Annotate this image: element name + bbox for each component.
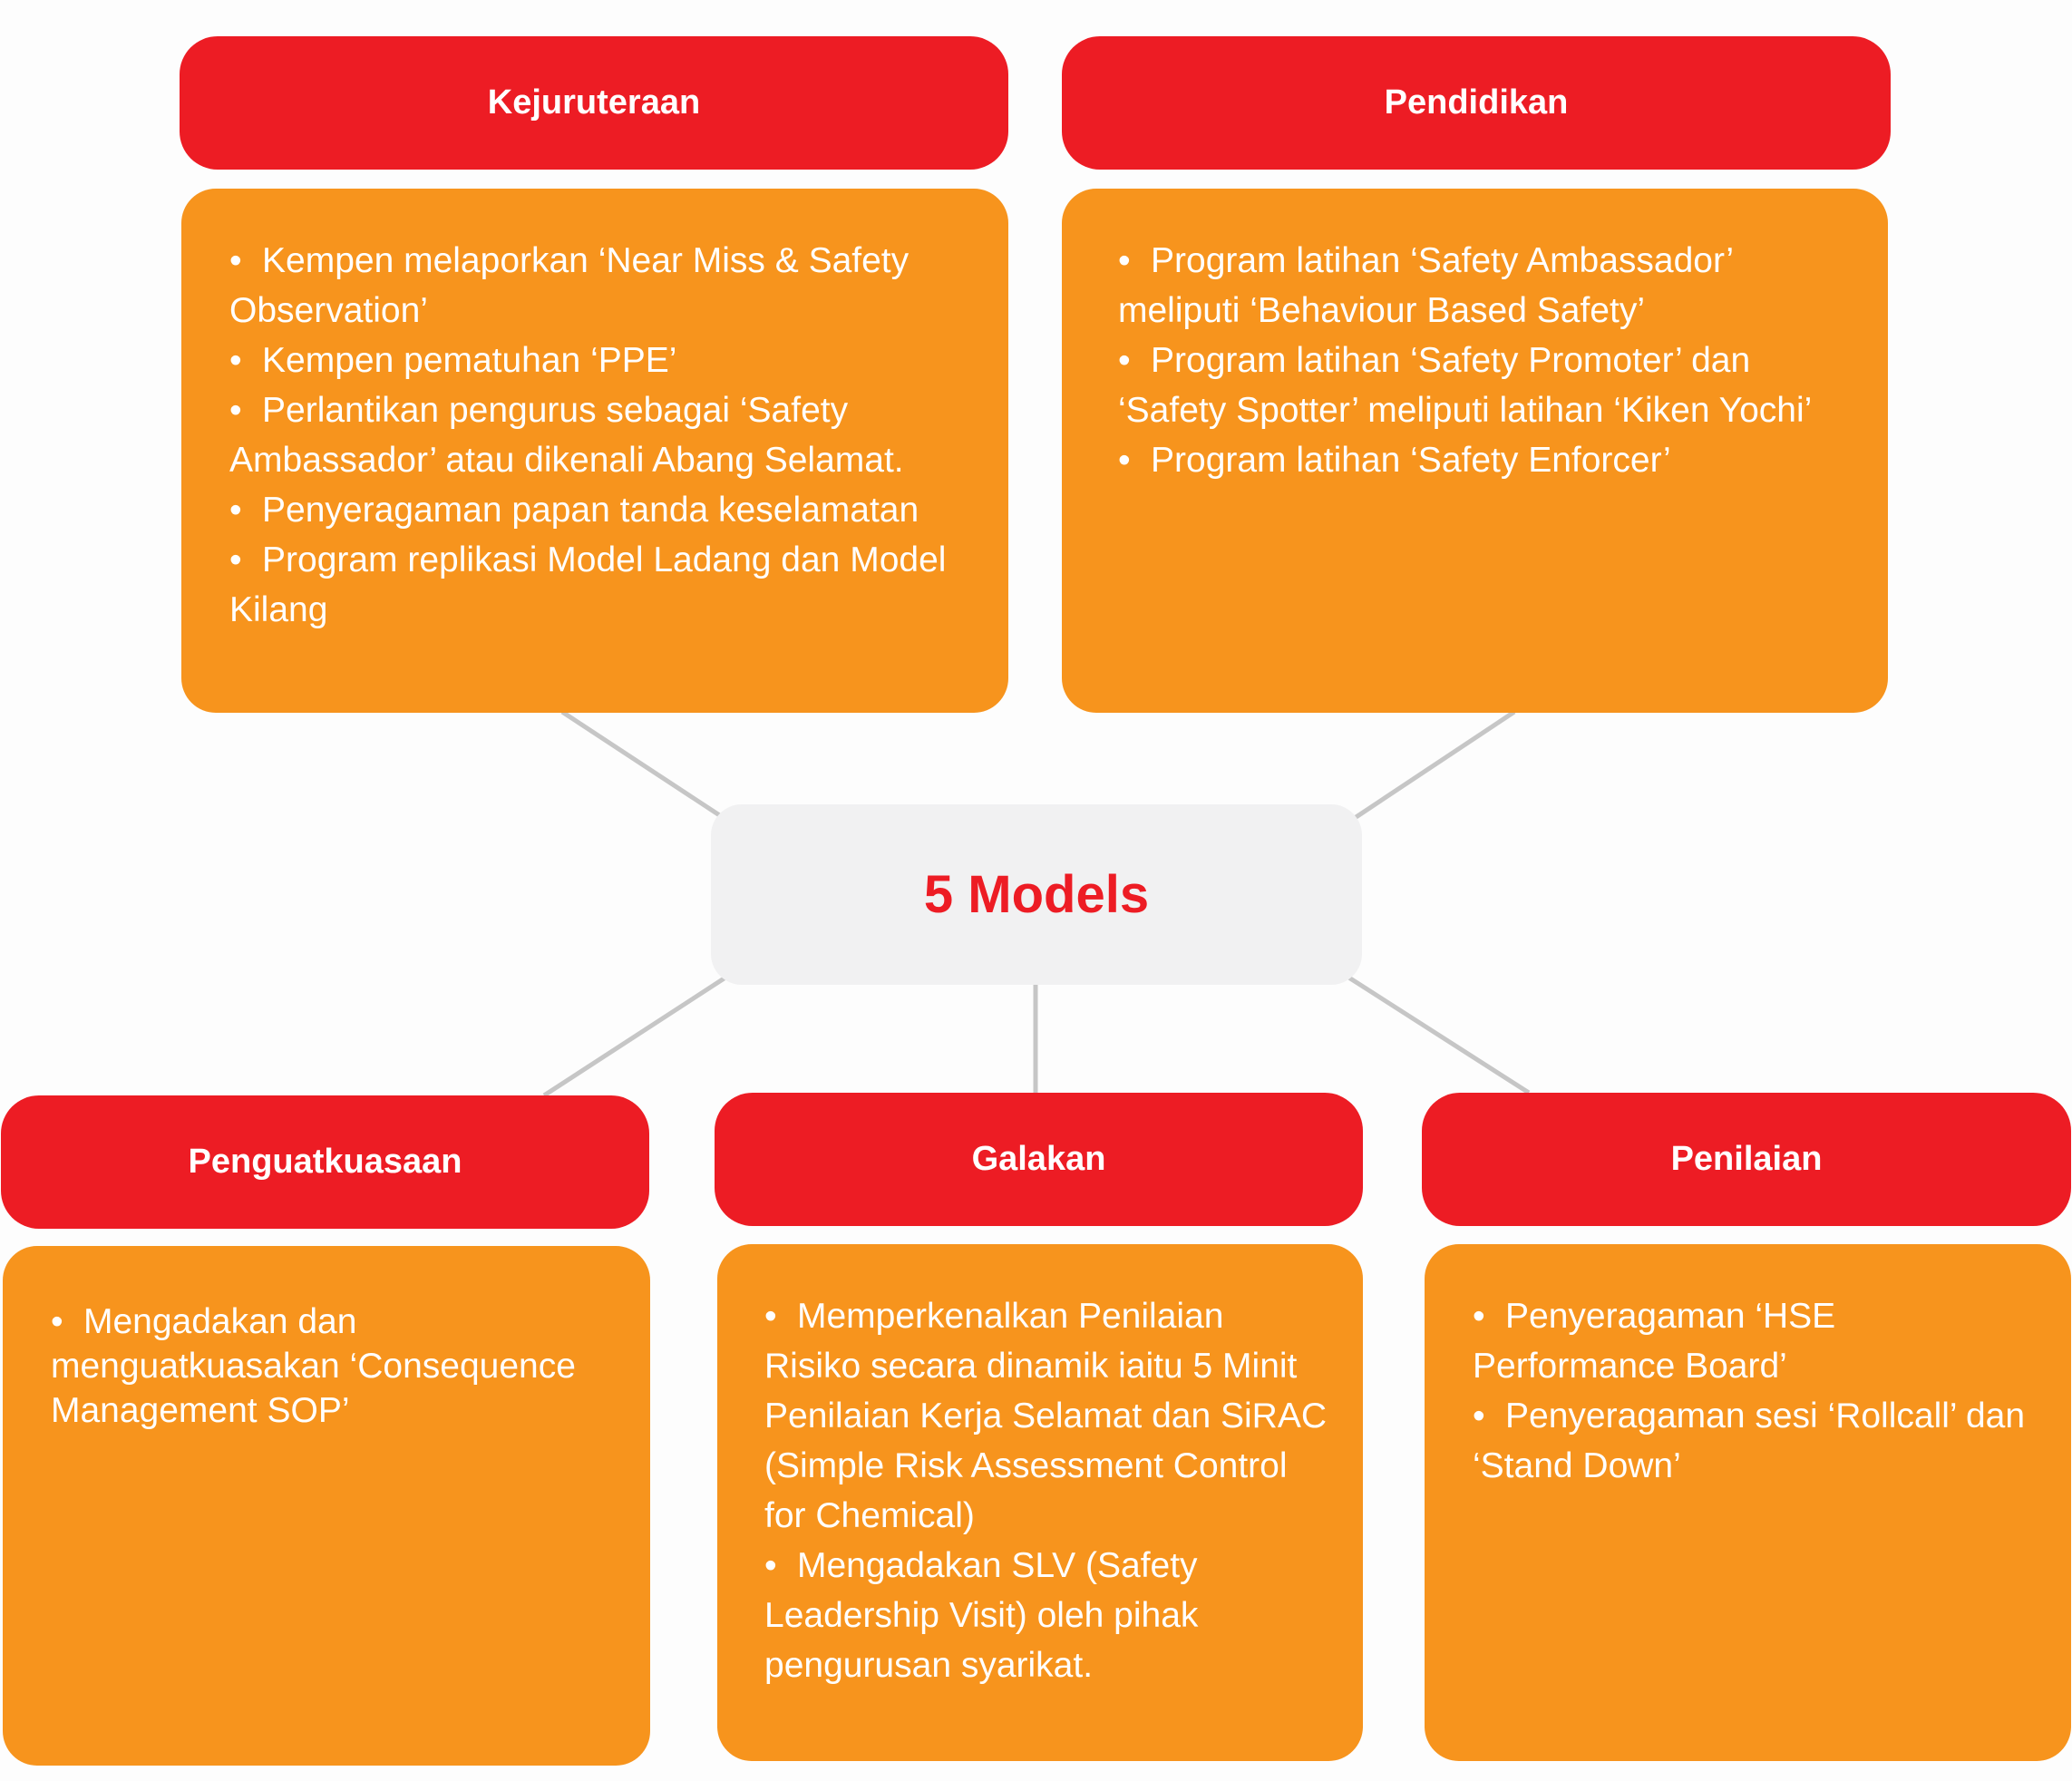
model-panel-penilaian: Penyeragaman ‘HSE Performance Board’ Pen…: [1425, 1244, 2071, 1761]
model-title-penguatkuasaan: Penguatkuasaan: [188, 1143, 462, 1181]
model-panel-galakan: Memperkenalkan Penilaian Risiko secara d…: [717, 1244, 1363, 1761]
center-title: 5 Models: [923, 865, 1150, 924]
list-item: Penyeragaman ‘HSE Performance Board’: [1473, 1291, 2035, 1391]
list-item: Perlantikan pengurus sebagai ‘Safety Amb…: [229, 385, 972, 485]
list-item: Program replikasi Model Ladang dan Model…: [229, 535, 972, 635]
model-header-penguatkuasaan: Penguatkuasaan: [1, 1095, 649, 1229]
model-items-kejuruteraan: Kempen melaporkan ‘Near Miss & Safety Ob…: [229, 236, 972, 635]
model-header-galakan: Galakan: [715, 1093, 1363, 1226]
list-item: Mengadakan SLV (Safety Leadership Visit)…: [764, 1541, 1327, 1690]
model-title-galakan: Galakan: [971, 1140, 1106, 1178]
model-panel-kejuruteraan: Kempen melaporkan ‘Near Miss & Safety Ob…: [181, 189, 1008, 713]
center-node: 5 Models: [711, 804, 1362, 985]
list-item: Program latihan ‘Safety Promoter’ dan ‘S…: [1118, 336, 1852, 435]
model-title-pendidikan: Pendidikan: [1384, 83, 1569, 122]
connector-kejuruteraan: [560, 709, 723, 819]
model-panel-pendidikan: Program latihan ‘Safety Ambassador’ meli…: [1062, 189, 1888, 713]
list-item: Mengadakan dan menguatkuasakan ‘Conseque…: [51, 1299, 614, 1433]
list-item: Penyeragaman papan tanda keselamatan: [229, 485, 972, 535]
model-panel-penguatkuasaan: Mengadakan dan menguatkuasakan ‘Conseque…: [3, 1246, 650, 1766]
model-items-penguatkuasaan: Mengadakan dan menguatkuasakan ‘Conseque…: [51, 1299, 614, 1433]
list-item: Program latihan ‘Safety Ambassador’ meli…: [1118, 236, 1852, 336]
connector-pendidikan: [1353, 709, 1516, 821]
list-item: Kempen melaporkan ‘Near Miss & Safety Ob…: [229, 236, 972, 336]
model-title-penilaian: Penilaian: [1670, 1140, 1823, 1178]
connector-penilaian: [1346, 974, 1531, 1095]
connector-penguatkuasaan: [542, 975, 727, 1098]
model-header-kejuruteraan: Kejuruteraan: [180, 36, 1008, 170]
model-items-pendidikan: Program latihan ‘Safety Ambassador’ meli…: [1118, 236, 1852, 485]
model-header-pendidikan: Pendidikan: [1062, 36, 1891, 170]
model-items-penilaian: Penyeragaman ‘HSE Performance Board’ Pen…: [1473, 1291, 2035, 1491]
model-items-galakan: Memperkenalkan Penilaian Risiko secara d…: [764, 1291, 1327, 1690]
list-item: Program latihan ‘Safety Enforcer’: [1118, 435, 1852, 485]
list-item: Penyeragaman sesi ‘Rollcall’ dan ‘Stand …: [1473, 1391, 2035, 1491]
model-title-kejuruteraan: Kejuruteraan: [487, 83, 701, 122]
list-item: Memperkenalkan Penilaian Risiko secara d…: [764, 1291, 1327, 1541]
list-item: Kempen pematuhan ‘PPE’: [229, 336, 972, 385]
model-header-penilaian: Penilaian: [1422, 1093, 2071, 1226]
